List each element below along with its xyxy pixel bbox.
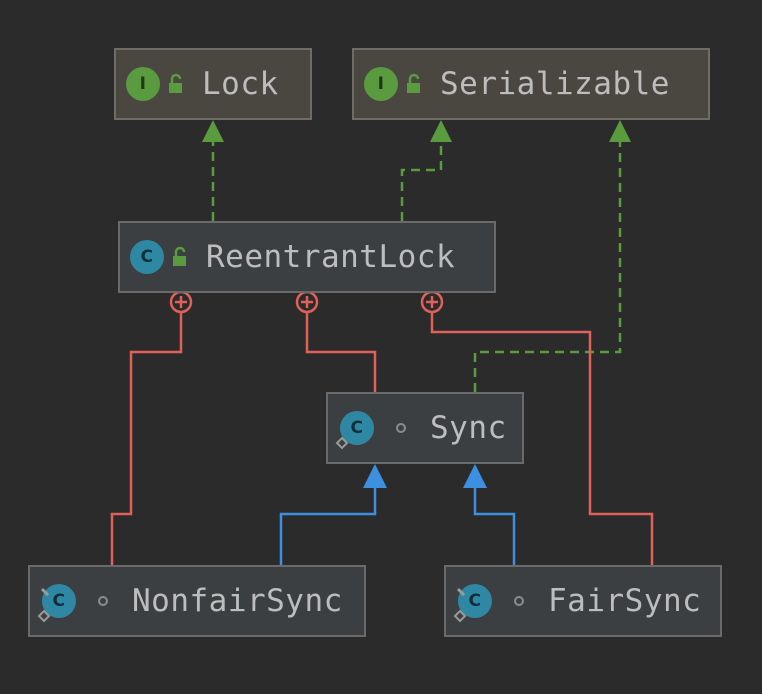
edge-sync-implements-serializable <box>473 140 622 392</box>
inner-class-marker-3 <box>420 290 444 314</box>
unlocked-padlock-icon <box>173 246 186 266</box>
node-sync[interactable]: C Sync <box>326 392 524 464</box>
abstract-class-icon: C <box>340 411 374 445</box>
edge-sync-inner-of-reentrantlock <box>305 312 377 392</box>
arrowhead-serializable-a <box>430 120 452 142</box>
package-private-icon <box>514 596 524 606</box>
node-fairsync[interactable]: C FairSync <box>444 565 722 637</box>
edge-nonfairsync-inner-of-reentrantlock <box>110 312 183 565</box>
package-private-icon <box>396 423 406 433</box>
node-label: Serializable <box>440 66 670 102</box>
node-label: ReentrantLock <box>206 239 456 275</box>
static-marker-icon <box>37 587 51 623</box>
node-label: FairSync <box>548 583 702 619</box>
edge-fairsync-extends-sync <box>473 486 516 565</box>
edge-fairsync-inner-of-reentrantlock <box>430 312 654 565</box>
interface-icon: I <box>126 67 160 101</box>
arrowhead-sync-a <box>363 464 387 488</box>
arrowhead-lock <box>202 120 224 142</box>
class-icon: C <box>42 584 76 618</box>
class-icon: C <box>130 240 164 274</box>
node-label: Lock <box>202 66 279 102</box>
node-nonfairsync[interactable]: C NonfairSync <box>28 565 366 637</box>
class-icon: C <box>458 584 492 618</box>
arrowhead-sync-b <box>463 464 487 488</box>
arrowhead-serializable-b <box>609 120 631 142</box>
static-marker-icon <box>453 587 467 623</box>
unlocked-padlock-icon <box>407 73 420 93</box>
node-label: NonfairSync <box>132 583 343 619</box>
package-private-icon <box>98 596 108 606</box>
static-marker-icon <box>335 436 349 450</box>
node-serializable[interactable]: I Serializable <box>352 48 710 120</box>
inner-class-marker-2 <box>295 290 319 314</box>
edge-nonfairsync-extends-sync <box>279 486 377 565</box>
node-label: Sync <box>430 410 507 446</box>
inner-class-marker-1 <box>169 290 193 314</box>
node-reentrantlock[interactable]: C ReentrantLock <box>118 221 496 293</box>
interface-icon: I <box>364 67 398 101</box>
node-lock[interactable]: I Lock <box>114 48 312 120</box>
edge-reentrantlock-implements-serializable <box>400 140 443 221</box>
unlocked-padlock-icon <box>169 73 182 93</box>
